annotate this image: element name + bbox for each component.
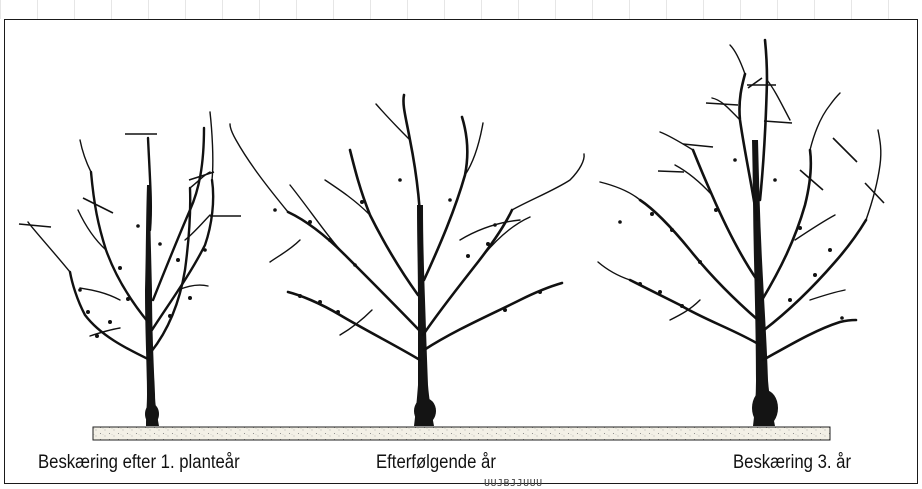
ground-strip [93,427,830,440]
tree-2-following-year [230,95,584,426]
caption-following-years: Efterfølgende år [376,452,496,474]
bottom-scan-artifact: UUJBJJUUU [484,478,543,489]
caption-first-year: Beskæring efter 1. planteår [38,452,240,474]
tree-1-young [19,112,241,426]
tree-3-third-year [598,40,884,426]
caption-third-year: Beskæring 3. år [733,452,851,474]
